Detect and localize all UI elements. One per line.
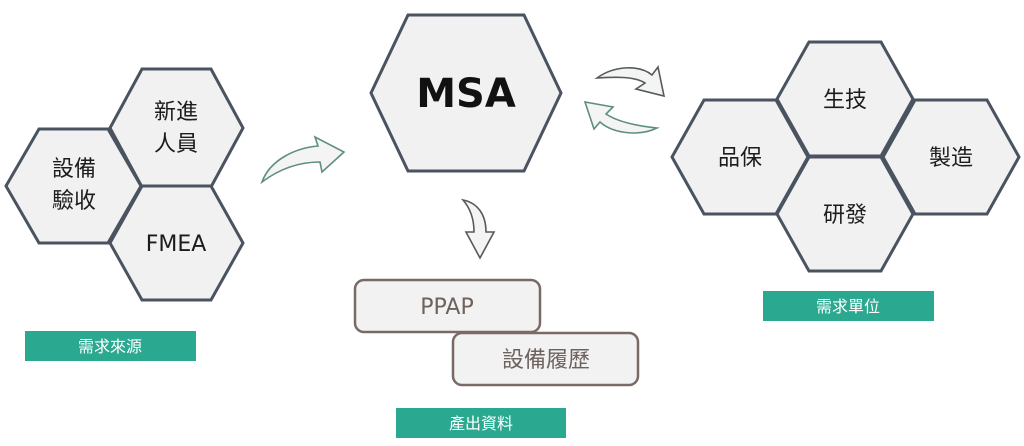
exchange-arrows xyxy=(583,65,666,134)
demand-unit-label: 需求單位 xyxy=(816,297,880,316)
output-boxes: PPAP 設備履歷 產出資料 xyxy=(353,278,640,438)
hex-fmea-text: FMEA xyxy=(146,232,207,257)
output-box-ppap xyxy=(353,278,542,334)
demand-source-label: 需求來源 xyxy=(78,337,142,356)
arrow-down-outputs xyxy=(460,198,496,260)
output-data-label-bg xyxy=(396,408,566,438)
center-cluster: MSA xyxy=(369,13,563,173)
msa-title: MSA xyxy=(416,71,516,117)
arrow-to-msa xyxy=(260,135,346,185)
left-cluster: 新進 人員 設備 驗收 FMEA 需求來源 xyxy=(4,67,245,361)
hex-equipment-line1: 設備 xyxy=(52,157,96,182)
right-cluster: 生技 品保 製造 研發 需求單位 xyxy=(670,40,1021,321)
hex-new-staff-line2: 人員 xyxy=(154,132,198,157)
hex-fmea xyxy=(108,184,245,302)
hex-quality-assurance-text: 品保 xyxy=(718,146,762,171)
hex-msa xyxy=(369,13,563,173)
hex-rnd xyxy=(775,155,915,273)
output-box-equipment-history xyxy=(451,331,640,387)
hex-manufacturing-text: 製造 xyxy=(929,146,973,171)
demand-source-label-bg xyxy=(25,331,196,361)
hex-rnd-text: 研發 xyxy=(823,203,867,228)
output-ppap-text: PPAP xyxy=(420,295,473,320)
demand-unit-label-bg xyxy=(763,291,934,321)
hex-production-tech-text: 生技 xyxy=(823,88,867,113)
hex-equipment-line2: 驗收 xyxy=(52,189,96,214)
output-equipment-history-text: 設備履歷 xyxy=(502,348,590,373)
hex-new-staff-line1: 新進 xyxy=(154,100,198,125)
output-data-label: 產出資料 xyxy=(449,414,513,433)
hex-manufacturing xyxy=(881,98,1021,216)
